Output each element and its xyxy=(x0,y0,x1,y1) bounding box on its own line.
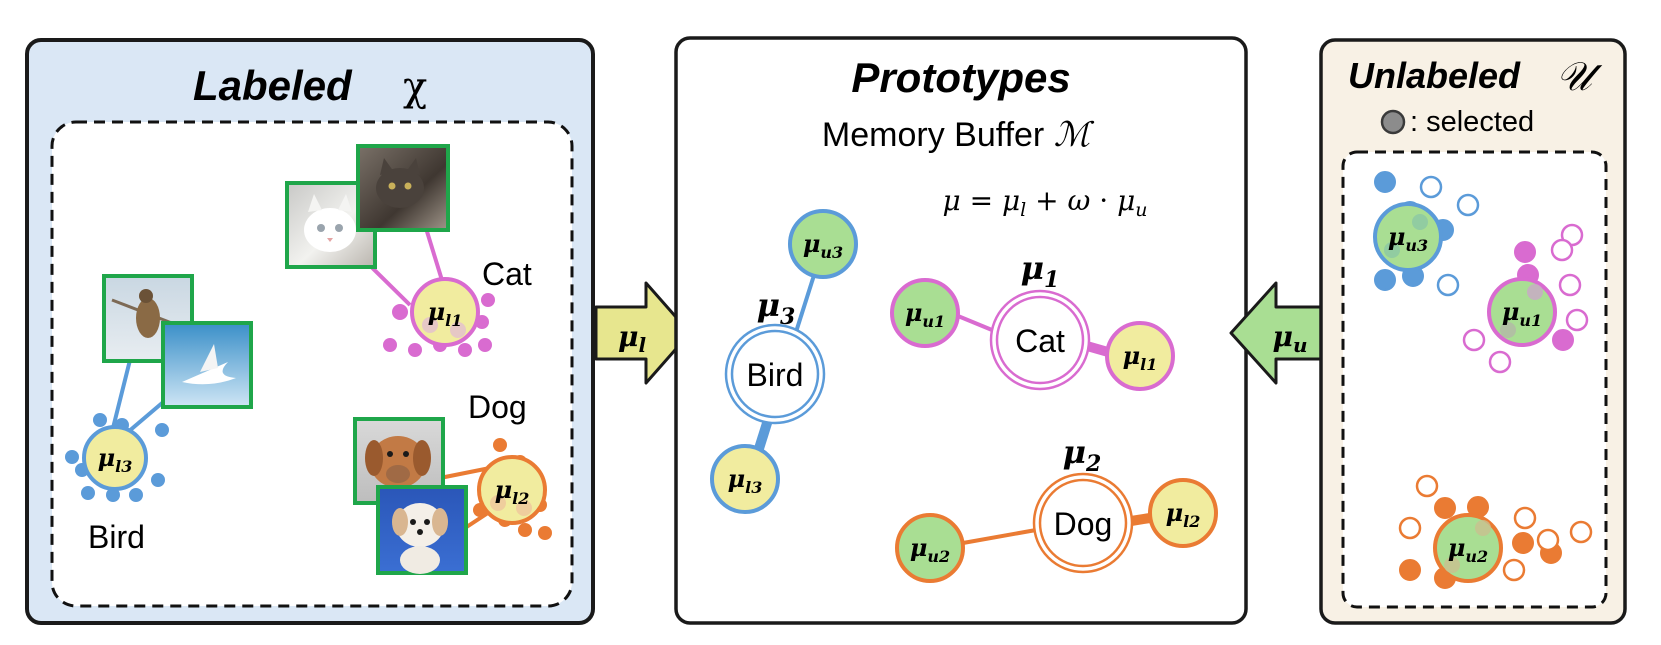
unselected-cat-sample xyxy=(1550,238,1574,262)
unlabeled-to-prototypes-arrow: μu xyxy=(1229,281,1328,385)
mu3-label: μ3 xyxy=(757,286,796,330)
dog-sample-dot xyxy=(493,438,507,452)
selected-dog-sample xyxy=(1512,532,1534,554)
cat-prototype-node-inner xyxy=(995,295,1085,385)
cat-centroid-shadow-dot xyxy=(450,322,466,338)
arrow-right-label: μu xyxy=(1272,320,1307,357)
cat-sample-dot xyxy=(478,338,492,352)
dog-centroid-shadow-dot xyxy=(1444,557,1460,573)
selected-legend-dot xyxy=(1380,109,1406,135)
labeled-title-symbol: χ xyxy=(403,64,427,110)
cat-sample-dot xyxy=(383,338,397,352)
cat-cluster: μl1 Cat xyxy=(348,224,532,357)
unselected-cat-sample xyxy=(1565,308,1589,332)
cat-sample-dot xyxy=(458,343,472,357)
bird-sample-dot xyxy=(106,488,120,502)
unselected-cat-sample xyxy=(1488,350,1512,374)
dog-prototype-label: Dog xyxy=(1054,506,1113,542)
white-puppy-photo xyxy=(376,485,468,575)
labeled-title: Labeled xyxy=(193,62,353,109)
unselected-bird-sample xyxy=(1436,273,1460,297)
dog-prototype-node-inner xyxy=(1038,478,1128,568)
unselected-dog-sample xyxy=(1502,558,1526,582)
unselected-cat-sample xyxy=(1462,328,1486,352)
bird-prototype-node-inner xyxy=(730,329,820,419)
cat-centroid-shadow-dot xyxy=(1500,322,1516,338)
dog-centroid-shadow-dot xyxy=(490,495,506,511)
bird-sample-dot xyxy=(155,423,169,437)
bird-sample-dot xyxy=(93,413,107,427)
bird-sample-dot xyxy=(129,488,143,502)
cat-sample-dot xyxy=(392,304,408,320)
bird-class-label: Bird xyxy=(88,519,145,555)
dog-u2-node xyxy=(895,513,965,583)
dog-link-line xyxy=(439,466,491,480)
bird-labeled-centroid xyxy=(82,425,148,491)
unselected-dog-sample xyxy=(1536,528,1560,552)
bird-unlabeled-cluster: μu3 xyxy=(1373,171,1480,297)
cat-l1-node xyxy=(1105,321,1175,391)
cat-sample-dot xyxy=(481,293,495,307)
dog-unlabeled-cluster: μu2 xyxy=(1398,474,1593,589)
bird-u3-node xyxy=(788,209,858,279)
unselected-bird-sample xyxy=(1456,193,1480,217)
unselected-dog-sample xyxy=(1513,506,1537,530)
selected-dog-sample xyxy=(1399,559,1421,581)
dog-u-link xyxy=(962,528,1037,545)
dog-prototype-group: μu2 Dog μ2 μl2 xyxy=(895,433,1218,583)
selected-bird-sample xyxy=(1374,269,1396,291)
unselected-bird-sample xyxy=(1419,175,1443,199)
memory-buffer-subtitle: Memory Buffer ℳ xyxy=(822,115,1095,155)
cat-u-link xyxy=(957,314,993,332)
unselected-dog-sample xyxy=(1569,520,1593,544)
dog-l2-node xyxy=(1148,478,1218,548)
dog-centroid-label: μl2 xyxy=(495,475,530,508)
unlabeled-panel: Unlabeled 𝒰 : selected μu3 xyxy=(1319,38,1627,625)
labeled-to-prototypes-arrow: μl xyxy=(594,281,692,385)
prototypes-panel: Prototypes Memory Buffer ℳ μ = μl + ω · … xyxy=(674,36,1248,625)
selected-cat-sample xyxy=(1552,329,1574,351)
unselected-cat-sample xyxy=(1558,273,1582,297)
unlabeled-title: Unlabeled xyxy=(1348,55,1521,96)
labeled-panel: Labeled χ μl1 Cat xyxy=(25,38,595,625)
bird-prototype-label: Bird xyxy=(747,357,804,393)
dog-class-label: Dog xyxy=(468,389,527,425)
cat-centroid-shadow-dot xyxy=(422,317,438,333)
cat-prototype-group: μu1 Cat μ1 μl1 xyxy=(890,249,1175,391)
unselected-dog-sample xyxy=(1415,474,1439,498)
bird-centroid-shadow-dot xyxy=(1384,242,1400,258)
prototype-formula: μ = μl + ω · μu xyxy=(942,184,1147,221)
cat-unlabeled-cluster: μu1 xyxy=(1462,223,1589,374)
arrow-left-label: μl xyxy=(618,320,647,357)
bird-sample-dot xyxy=(65,450,79,464)
cat-u1-node xyxy=(890,278,960,348)
bird-sample-dot xyxy=(81,486,95,500)
dog-centroid-shadow-dot xyxy=(1475,520,1491,536)
selected-dog-sample xyxy=(1434,497,1456,519)
gray-cat-photo xyxy=(356,144,450,232)
dog-centroid-shadow-dot xyxy=(516,500,532,516)
selected-bird-sample xyxy=(1374,171,1396,193)
tern-photo xyxy=(161,321,253,409)
bird-prototype-group: μu3 Bird μ3 μl3 xyxy=(710,209,858,514)
cat-class-label: Cat xyxy=(482,256,532,292)
unselected-dog-sample xyxy=(1398,516,1422,540)
dog-cluster: μl2 Dog xyxy=(439,389,552,540)
prototypes-title: Prototypes xyxy=(851,54,1070,101)
bird-sample-dot xyxy=(151,473,165,487)
selected-cat-sample xyxy=(1514,241,1536,263)
cat-centroid-shadow-dot xyxy=(1527,284,1543,300)
dog-l-link xyxy=(1130,513,1151,526)
cat-l-link xyxy=(1085,341,1110,357)
cat-prototype-label: Cat xyxy=(1015,323,1065,359)
puppy-photo xyxy=(353,417,445,505)
cat-sample-dot xyxy=(408,343,422,357)
dog-sample-dot xyxy=(538,526,552,540)
bird-l3-node xyxy=(710,444,780,514)
bird-centroid-shadow-dot xyxy=(1412,214,1428,230)
selected-legend-label: : selected xyxy=(1410,106,1534,138)
dog-sample-dot xyxy=(518,523,532,537)
